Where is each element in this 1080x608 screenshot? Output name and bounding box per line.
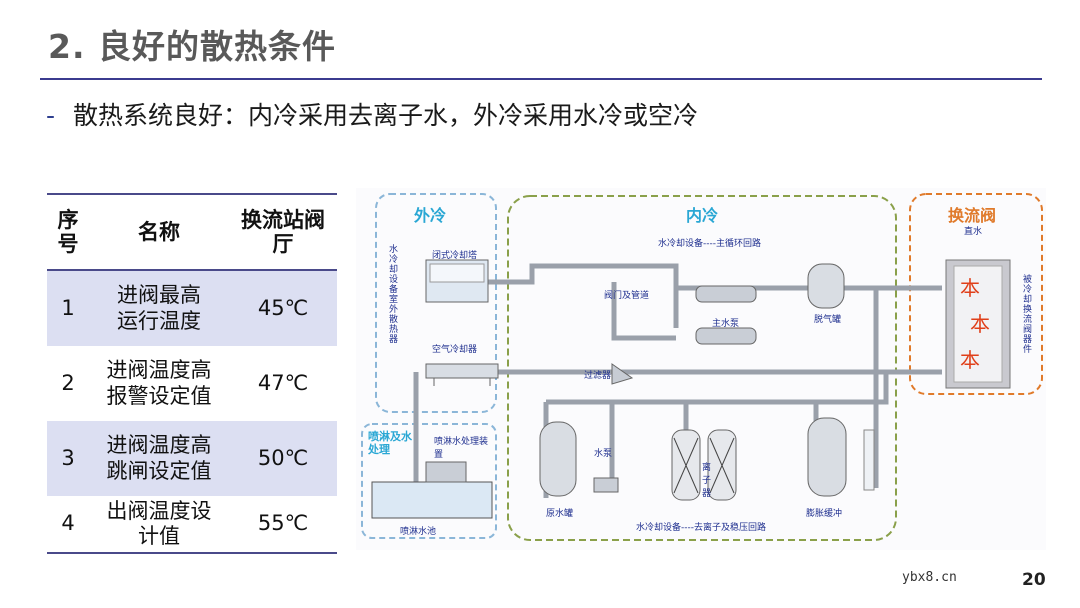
bullet-text: 散热系统良好：内冷采用去离子水，外冷采用水冷或空冷	[73, 101, 699, 130]
page-title: 2. 良好的散热条件	[48, 27, 336, 66]
header-no: 序号	[47, 193, 89, 271]
ion-exchanger-label: 离子器	[702, 463, 712, 499]
header-name: 名称	[89, 193, 229, 271]
row-value: 50℃	[229, 421, 337, 496]
spray-section-label: 喷淋及水处理	[368, 430, 412, 457]
table-row: 1 进阀最高运行温度 45℃	[47, 270, 337, 346]
pump-label: 水泵	[594, 449, 613, 459]
row-value: 47℃	[257, 370, 309, 395]
main-pump-label: 主水泵	[712, 319, 740, 329]
valve-vertical-label: 被冷却换流阀器件	[1021, 274, 1031, 354]
valves-pipes-label: 阀门及管道	[604, 291, 650, 301]
valve-symbol-1: 本	[960, 276, 980, 300]
table-row: 4 出阀温度设计值 55℃	[47, 496, 337, 554]
main-loop-label: 水冷却设备----主循环回路	[658, 239, 761, 249]
website-watermark: ybx8.cn	[902, 570, 957, 585]
header-station: 换流站阀厅	[229, 193, 337, 271]
row-name: 进阀温度高跳闸设定值	[89, 421, 229, 496]
deion-loop-label: 水冷却设备----去离子及稳压回路	[636, 523, 766, 533]
row-name: 出阀温度设计值	[89, 496, 229, 554]
valve-symbol-2: 本	[970, 312, 990, 336]
row-no: 1	[47, 270, 89, 346]
section-inner-label: 内冷	[686, 206, 719, 225]
expansion-tank-label: 膨胀缓冲	[806, 509, 843, 519]
bullet-point: -散热系统良好：内冷采用去离子水，外冷采用水冷或空冷	[46, 96, 698, 132]
section-outer-label: 外冷	[414, 206, 447, 225]
table-row: 2 进阀温度高报警设定值 47℃	[47, 346, 337, 421]
row-value: 55℃	[229, 496, 337, 554]
diagram-graphics	[361, 193, 1043, 541]
spray-treatment-label: 喷淋水处理装置	[434, 437, 489, 460]
valve-sub-label: 直水	[964, 227, 983, 237]
spray-pool-label: 喷淋水池	[400, 527, 437, 537]
section-valve-label: 换流阀	[948, 206, 997, 225]
bullet-dash: -	[46, 101, 56, 130]
row-no: 3	[47, 421, 89, 496]
degas-tank-label: 脱气罐	[814, 315, 842, 325]
table-header-row: 序号 名称 换流站阀厅	[47, 193, 337, 271]
row-no: 4	[47, 496, 89, 554]
page-number: 20	[1022, 570, 1046, 590]
outer-vertical-label: 水冷却设备室外散热器	[387, 244, 397, 344]
row-name: 进阀最高运行温度	[89, 270, 229, 346]
cooling-system-diagram: 外冷 内冷 换流阀 直水 水冷却设备室外散热器 被冷却换流阀器件 闭式冷却塔 空…	[356, 188, 1046, 550]
row-value: 45℃	[229, 270, 337, 346]
air-cooler-label: 空气冷却器	[432, 345, 478, 355]
raw-tank-label: 原水罐	[546, 509, 574, 519]
row-name: 进阀温度高报警设定值	[106, 358, 212, 408]
temperature-table: 序号 名称 换流站阀厅 1 进阀最高运行温度 45℃ 2 进阀温度高报警设定值 …	[47, 193, 337, 554]
filter-label: 过滤器	[584, 371, 612, 381]
closed-tower-label: 闭式冷却塔	[432, 251, 478, 261]
title-divider	[40, 78, 1042, 80]
valve-symbol-3: 本	[960, 348, 980, 372]
row-no: 2	[61, 370, 75, 395]
table-row: 3 进阀温度高跳闸设定值 50℃	[47, 421, 337, 496]
